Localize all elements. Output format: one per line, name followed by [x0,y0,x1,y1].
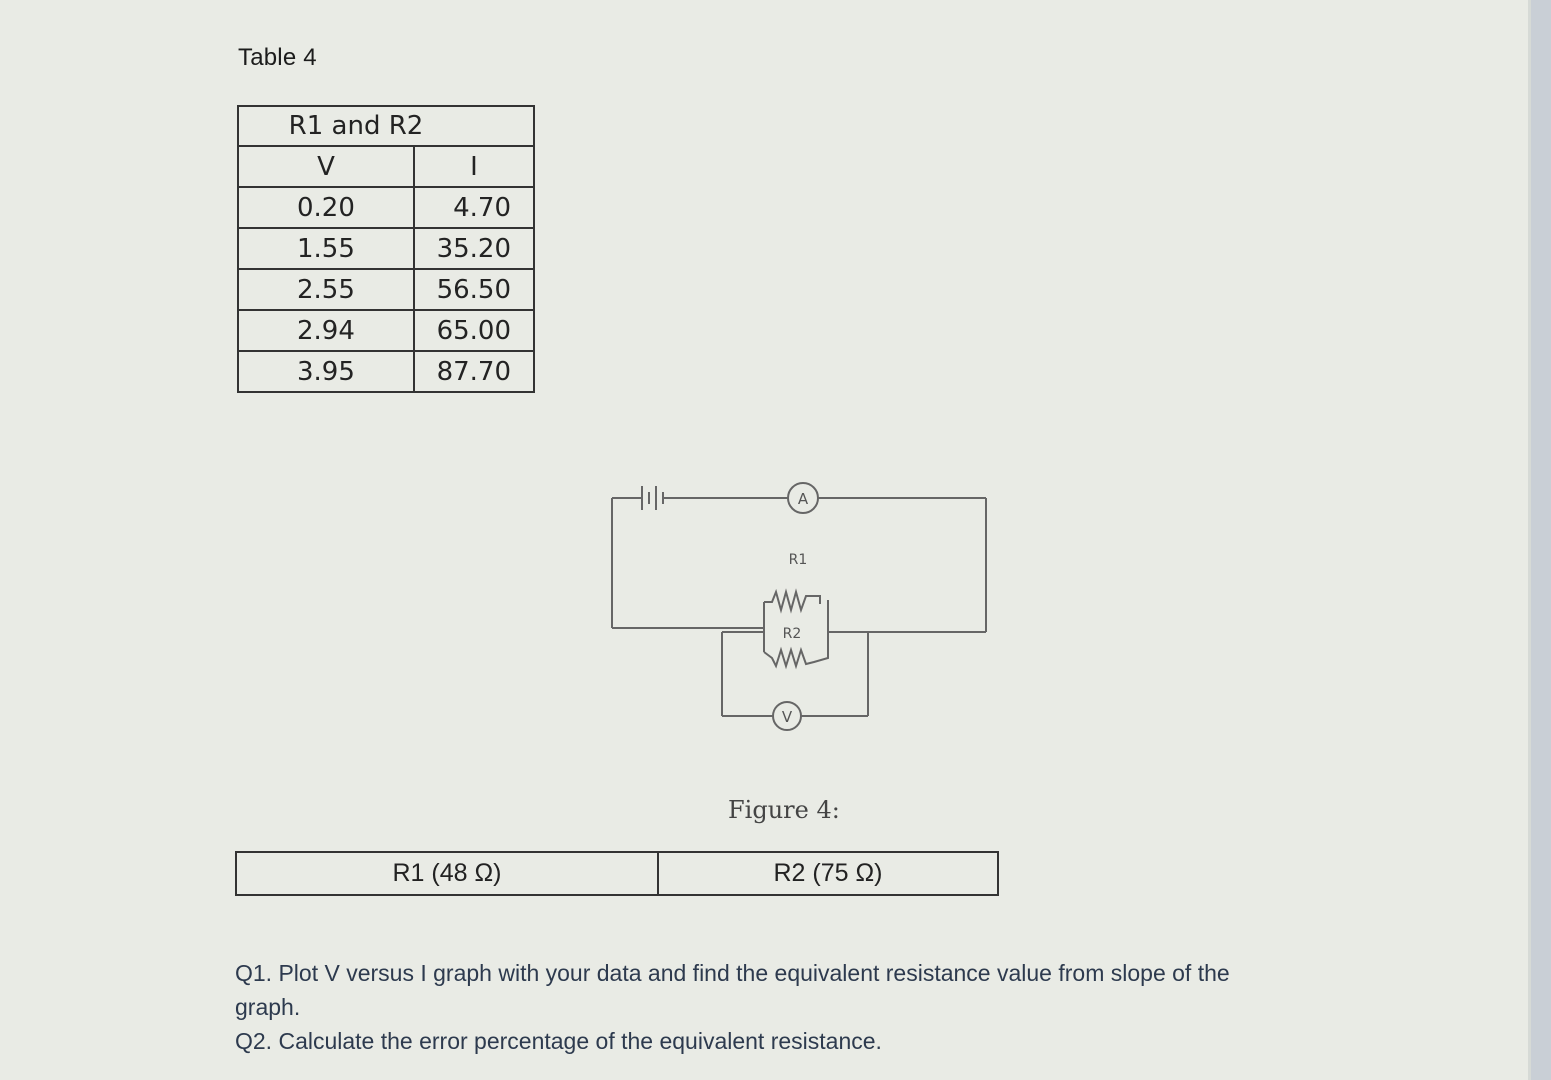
current-cell: 87.70 [413,350,535,393]
voltmeter-icon [772,701,802,731]
voltage-cell: 0.20 [237,186,415,229]
resistor-r2-icon [763,646,829,670]
question-2: Q2. Calculate the error percentage of th… [235,1028,882,1054]
table-caption: Table 4 [238,44,317,71]
current-cell: 65.00 [413,309,535,352]
voltmeter-label: V [782,708,793,726]
table-row: 2.94 65.00 [237,309,535,352]
r1-label: R1 [789,552,808,568]
table-row: 3.95 87.70 [237,350,535,393]
ammeter-icon [787,482,819,514]
circuit-diagram: A V R1 R2 [611,482,987,731]
voltage-current-table: R1 and R2 V I 0.20 4.70 1.55 35.20 2.55 … [237,105,535,393]
table-row: 0.20 4.70 [237,186,535,229]
battery-icon [641,486,664,510]
current-cell: 56.50 [413,268,535,311]
figure-caption: Figure 4: [728,796,840,824]
table-row: 2.55 56.50 [237,268,535,311]
question-1: Q1. Plot V versus I graph with your data… [235,960,1230,1020]
current-cell: 4.70 [413,186,535,229]
voltage-cell: 2.94 [237,309,415,352]
current-cell: 35.20 [413,227,535,270]
voltage-cell: 2.55 [237,268,415,311]
r2-label: R2 [783,626,802,642]
table-row: R1 (48 Ω) R2 (75 Ω) [235,851,999,896]
ammeter-label: A [798,490,809,508]
resistor-values-table: R1 (48 Ω) R2 (75 Ω) [235,851,999,896]
resistor-r1-icon [764,588,821,614]
resistor-r2-value: R2 (75 Ω) [657,851,999,896]
column-header-voltage: V [237,145,415,188]
column-header-current: I [413,145,535,188]
resistor-r1-value: R1 (48 Ω) [235,851,659,896]
table-group-header: R1 and R2 [237,105,535,147]
voltage-cell: 1.55 [237,227,415,270]
questions: Q1. Plot V versus I graph with your data… [235,956,1235,1058]
voltage-cell: 3.95 [237,350,415,393]
table-row: 1.55 35.20 [237,227,535,270]
